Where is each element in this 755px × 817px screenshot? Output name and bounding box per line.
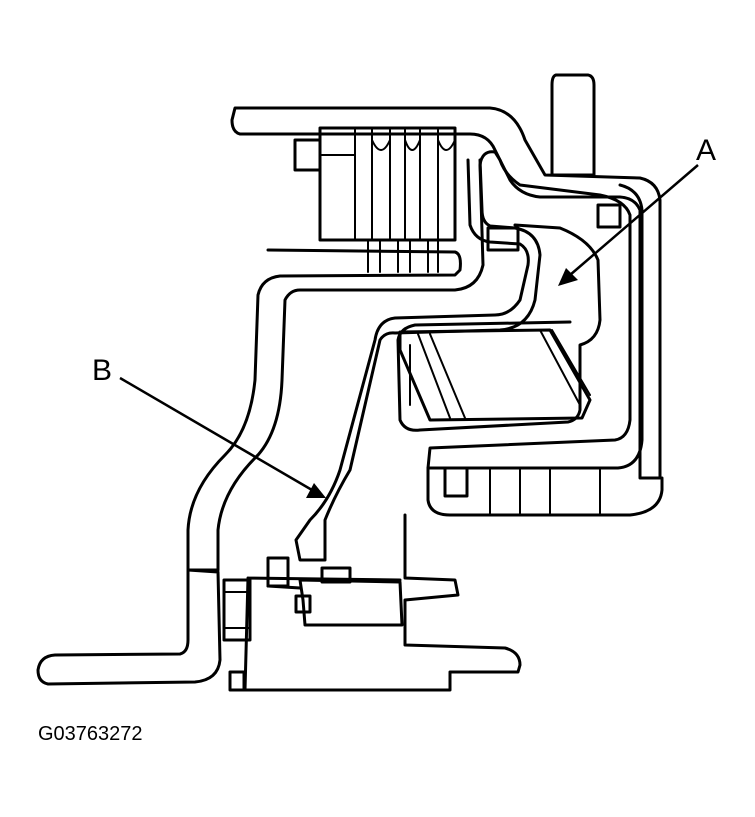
outlet-tab (228, 670, 246, 692)
callout-b-label: B (92, 354, 112, 387)
collar-left (266, 556, 290, 588)
core-fins (319, 127, 456, 241)
callout-a-arrowhead (558, 268, 578, 286)
outlet-coupler (222, 578, 252, 642)
left-outlet-duct (36, 568, 222, 686)
core-bracket (293, 138, 322, 172)
coupler-ribs (223, 591, 251, 629)
lower-right-assembly (243, 466, 664, 692)
callout-b-arrowhead (306, 483, 326, 498)
collar-mid (320, 566, 352, 584)
callout-a-leader (569, 164, 699, 276)
core-stubs (367, 239, 439, 273)
heater-core-block (318, 126, 457, 242)
blend-door-edges (409, 329, 591, 419)
lower-tab (443, 466, 469, 498)
figure-code: G03763272 (38, 723, 143, 745)
lower-center-box (298, 578, 404, 627)
housing-tab-right (596, 203, 622, 229)
callout-b-leader (119, 376, 313, 492)
upper-duct (186, 150, 644, 572)
lower-center-tab (294, 594, 312, 614)
lower-right-detail (489, 467, 601, 516)
callout-a-label: A (696, 134, 716, 167)
duct-b (294, 158, 542, 562)
top-rail (230, 106, 662, 480)
housing-tab (486, 226, 520, 252)
vertical-post (550, 73, 596, 177)
lower-junction (243, 576, 402, 692)
blend-door (398, 328, 592, 422)
